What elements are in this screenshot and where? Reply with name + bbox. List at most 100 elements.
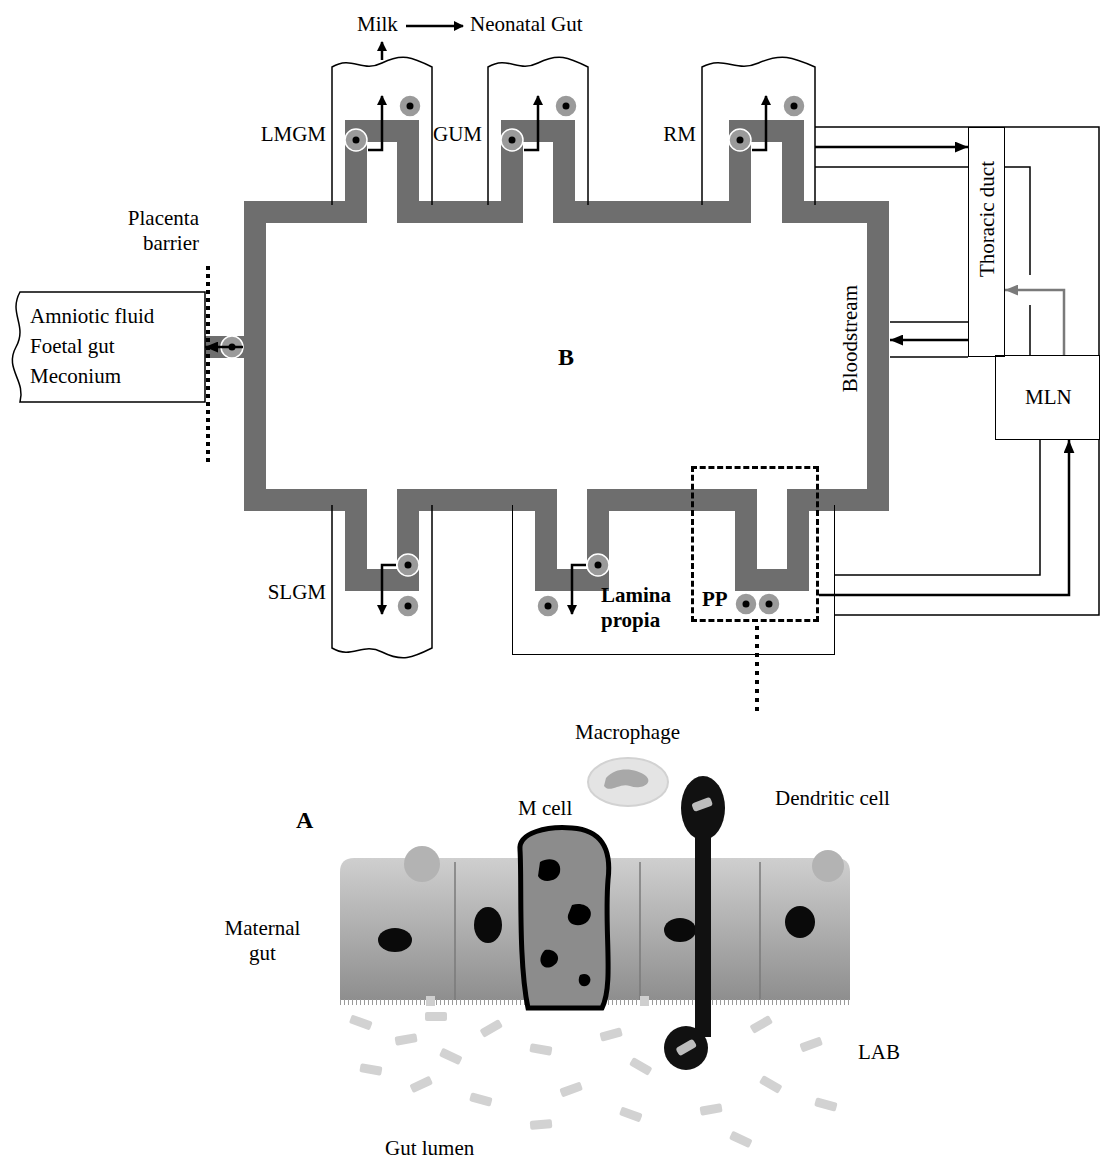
engulfed-bacterium (675, 1039, 697, 1057)
epithelial-dome (404, 846, 440, 882)
bacterium (799, 1036, 823, 1052)
bacterium (394, 1033, 417, 1046)
lymph-node-box: MLN (995, 355, 1100, 440)
placenta-barrier-line (206, 266, 210, 462)
foetal-item: Amniotic fluid (30, 304, 154, 329)
patch-label: PP (702, 587, 728, 612)
nucleus (378, 928, 412, 952)
bacterium (729, 1131, 753, 1148)
box-outline (488, 55, 588, 205)
macrophage-inclusion (604, 770, 648, 789)
migration-arrow (572, 565, 586, 614)
milk-arrow (381, 42, 384, 60)
nucleus (785, 906, 815, 938)
duct-wall (890, 356, 968, 358)
bacterium (814, 1097, 838, 1111)
bacterium (469, 1092, 493, 1106)
cell (729, 129, 751, 151)
flow-label: Neonatal Gut (470, 12, 583, 37)
foetal-box: Amniotic fluidFoetal gutMeconium (8, 292, 205, 402)
lumen-label: Gut lumen (385, 1136, 474, 1161)
barrier-label: Placenta barrier (104, 206, 199, 256)
cell (783, 95, 805, 117)
foetal-item: Foetal gut (30, 334, 115, 359)
mammary-gland-box: LMGM (332, 55, 432, 205)
bacterium (749, 1015, 773, 1034)
bacterium (359, 1063, 382, 1076)
flow-arrow (205, 346, 243, 349)
zoom-leader (755, 626, 759, 712)
box-outline (12, 292, 205, 402)
bacterium (619, 1106, 643, 1122)
engulfed-bacterium (691, 797, 713, 812)
cell (397, 554, 419, 576)
bacterium (559, 1081, 583, 1097)
cell-boundary (454, 862, 456, 1000)
cell (758, 593, 780, 615)
duct-label: Thoracic duct (975, 161, 1000, 277)
m-cell-pocket (538, 859, 560, 881)
migration-arrow (368, 96, 382, 150)
cell (587, 554, 609, 576)
dendritic-cell (664, 1026, 708, 1070)
brush-border (426, 996, 435, 1006)
duct-wall (1029, 305, 1031, 355)
flow-label: Milk (357, 12, 398, 37)
foetal-item: Meconium (30, 364, 121, 389)
bloodstream-frame (255, 131, 878, 580)
cell-label: Macrophage (575, 720, 680, 745)
flow-arrow (1005, 290, 1064, 355)
respiratory-box: RM (702, 55, 815, 205)
cell (537, 595, 559, 617)
bacterium (349, 1014, 373, 1030)
cell-boundary (759, 862, 761, 1000)
cell (345, 129, 367, 151)
dendritic-cell (695, 832, 711, 1037)
m-cell (520, 828, 609, 1008)
cell-label: Dendritic cell (775, 786, 890, 811)
m-cell-pocket (540, 950, 558, 968)
m-cell-pocket (568, 904, 591, 925)
bacterium (529, 1043, 552, 1056)
box-outline (332, 57, 432, 205)
bacterium (409, 1076, 433, 1093)
genitourinary-box: GUM (488, 55, 588, 205)
bacterium (699, 1103, 722, 1116)
lamina-label: Lamina propia (601, 583, 693, 633)
box-outline (332, 55, 432, 205)
salivary-gland-box: SLGM (332, 505, 432, 660)
peyer-patch-box: PP (691, 466, 819, 622)
panel-letter: A (296, 806, 313, 835)
lymph-node-label: MLN (1025, 385, 1072, 410)
tissue-label: Maternal gut (215, 916, 310, 966)
milk-arrow (406, 25, 463, 28)
dendritic-cell (681, 776, 725, 840)
bloodstream-label: Bloodstream (838, 285, 863, 392)
duct-wall (815, 166, 968, 168)
compartment-label: LMGM (261, 122, 326, 147)
compartment-label: SLGM (268, 580, 326, 605)
m-cell-pocket (579, 974, 591, 986)
panel-letter: B (558, 343, 574, 372)
bacterium (439, 1048, 463, 1065)
bacterium (479, 1019, 503, 1038)
box-outline (702, 57, 815, 205)
nucleus (474, 907, 502, 943)
compartment-label: RM (663, 122, 696, 147)
duct-wall (890, 321, 968, 323)
flow-arrow (819, 440, 1069, 595)
box-outline (332, 505, 432, 660)
bacterium (599, 1027, 623, 1041)
cell (501, 129, 523, 151)
box-outline (488, 57, 588, 205)
bacterium (629, 1057, 653, 1076)
migration-arrow (524, 96, 538, 150)
epithelial-dome (812, 850, 844, 882)
compartment-label: GUM (433, 122, 482, 147)
macrophage (588, 758, 668, 806)
cells (221, 95, 805, 617)
cell-label: M cell (518, 796, 572, 821)
thoracic-duct: Thoracic duct (968, 127, 1005, 357)
